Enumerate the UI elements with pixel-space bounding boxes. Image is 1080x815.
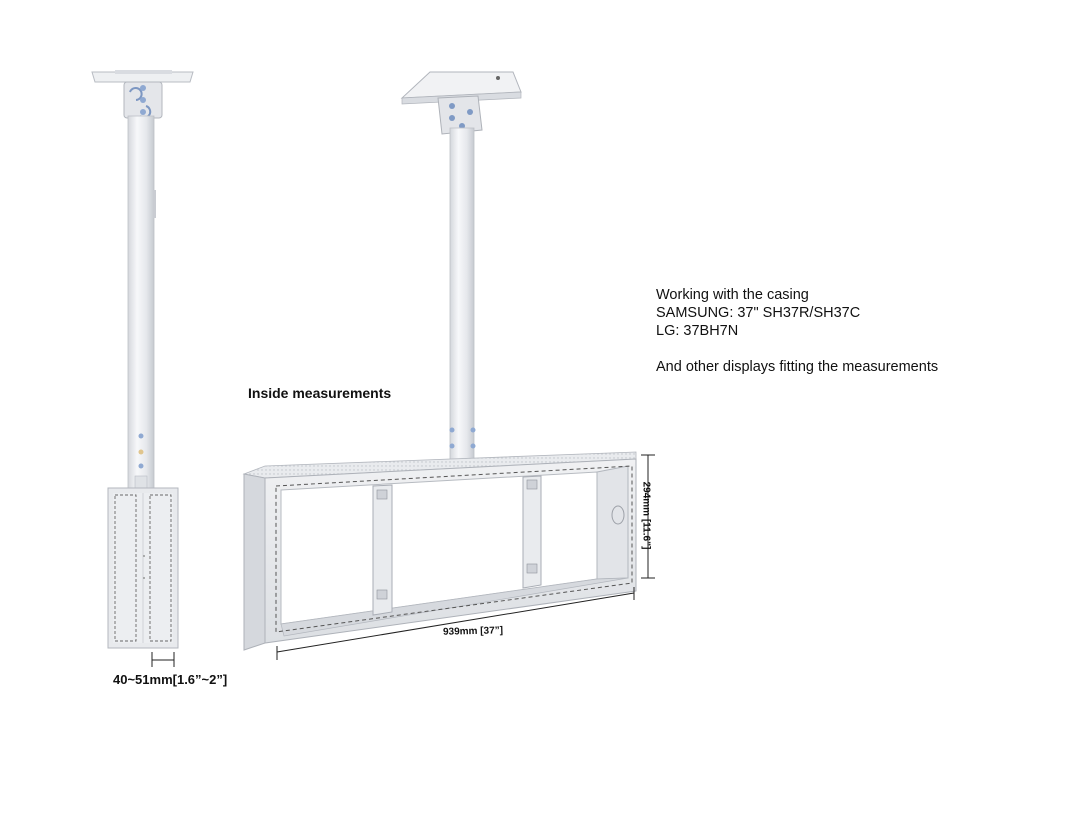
perspective-view-mount: [242, 71, 655, 660]
depth-dimension-line: [151, 652, 175, 667]
pole-icon: [127, 115, 156, 491]
side-view-mount: [91, 70, 194, 667]
info-line-casing: Working with the casing: [656, 287, 809, 303]
height-dimension-label: 294mm [11.6”]: [640, 481, 652, 550]
casing-side-profile: [107, 487, 179, 649]
screw-bolt-icon: [138, 433, 144, 439]
inside-measurements-label: Inside measurements: [248, 385, 392, 401]
width-dimension-label: 939mm [37”]: [442, 625, 504, 638]
info-line-samsung: SAMSUNG: 37" SH37R/SH37C: [656, 305, 861, 321]
ceiling-plate-icon: [91, 70, 194, 83]
casing-frame: [242, 451, 637, 651]
info-line-other: And other displays fitting the measureme…: [656, 359, 939, 375]
bracket-icon: [437, 95, 483, 135]
height-dimension-line: [641, 454, 655, 579]
info-line-lg: LG: 37BH7N: [656, 323, 739, 339]
tilt-bracket-icon: [123, 81, 163, 119]
compatibility-info: Working with the casing SAMSUNG: 37" SH3…: [656, 286, 938, 376]
cable-knockout-icon: [611, 505, 625, 525]
screw-bolt-icon: [376, 479, 538, 600]
width-dimension-line: [276, 587, 635, 660]
pole-icon: [449, 127, 475, 461]
depth-dimension-label: 40~51mm[1.6”~2”]: [113, 672, 228, 687]
